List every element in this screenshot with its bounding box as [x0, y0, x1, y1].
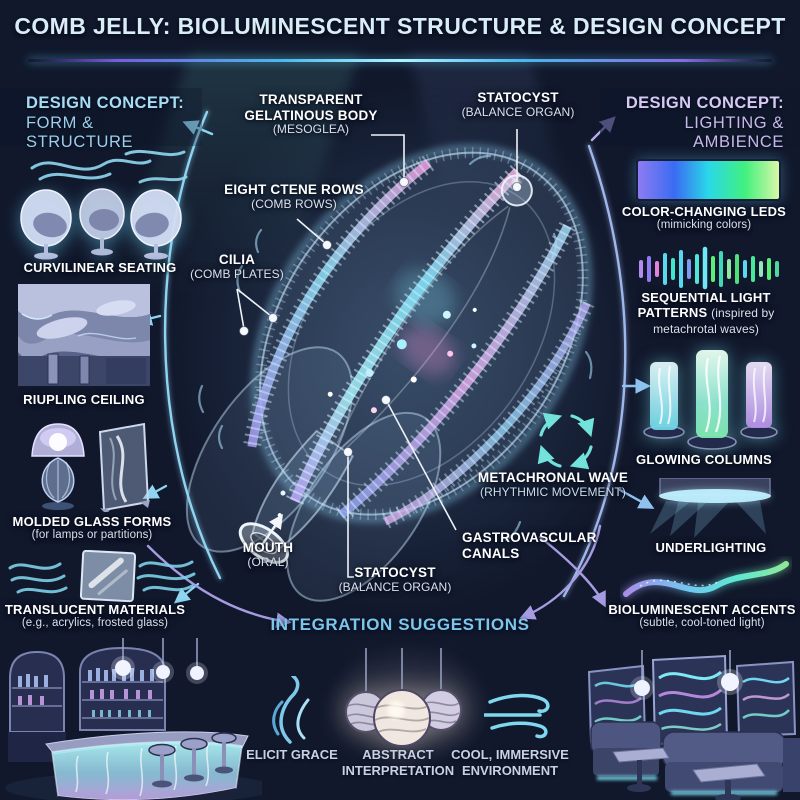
label-sequential-light-patterns: SEQUENTIAL LIGHT PATTERNS (inspired by m… [637, 290, 775, 336]
bar-stools [148, 732, 237, 788]
title-divider [28, 59, 772, 62]
label-color-changing-leds: COLOR-CHANGING LEDS (mimicking colors) [621, 204, 787, 232]
right-header-line1: DESIGN CONCEPT: [625, 94, 784, 112]
sequential-light-pattern-icon [639, 246, 779, 290]
right-section-header: DESIGN CONCEPT: LIGHTING & AMBIENCE [600, 88, 800, 151]
leader-dots [239, 177, 522, 457]
lantern-lights-icon [345, 648, 462, 747]
chair [20, 189, 72, 260]
grace-waves-icon [272, 676, 310, 744]
label-ctene-rows: EIGHT CTENE ROWS (COMB ROWS) [224, 182, 364, 211]
flow-waves-icon [30, 149, 188, 184]
label-glowing-columns: GLOWING COLUMNS [636, 452, 772, 467]
label-translucent-materials: TRANSLUCENT MATERIALS (e.g., acrylics, f… [4, 602, 186, 630]
label-underlighting: UNDERLIGHTING [655, 540, 767, 555]
label-gelatinous-body: TRANSPARENT GELATINOUS BODY (MESOGLEA) [244, 92, 378, 137]
pendant-lights [111, 638, 208, 684]
left-header-line1: DESIGN CONCEPT: [26, 94, 185, 112]
molded-glass-icons [31, 422, 150, 512]
label-cool-immersive: COOL, IMMERSIVE ENVIRONMENT [451, 747, 569, 778]
booth-tables [612, 747, 766, 800]
wind-icon [484, 693, 550, 739]
label-mouth: MOUTH (ORAL) [242, 540, 294, 569]
integration-header: INTEGRATION SUGGESTIONS [270, 615, 530, 634]
egg-chairs-icon [20, 188, 182, 260]
label-molded-glass: MOLDED GLASS FORMS (for lamps or partiti… [12, 514, 172, 542]
bar-scene-illustration [5, 638, 262, 800]
label-metachronal-wave: METACHRONAL WAVE (RHYTHMIC MOVEMENT) [477, 470, 629, 499]
label-statocyst-top: STATOCYST (BALANCE ORGAN) [461, 90, 575, 119]
label-abstract-interpretation: ABSTRACT INTERPRETATION [341, 747, 455, 778]
label-rippling-ceiling: RIUPLING CEILING [23, 392, 145, 407]
underlighting-icon [650, 478, 771, 538]
label-curvilinear-seating: CURVILINEAR SEATING [23, 260, 177, 275]
label-elicit-grace: ELICIT GRACE [246, 747, 338, 762]
bioluminescent-wave-icon [621, 559, 791, 599]
chair [79, 188, 125, 256]
right-header-line2: LIGHTING & AMBIENCE [684, 114, 784, 152]
booth-scene-illustration [587, 650, 800, 800]
booth-pendants [630, 650, 743, 700]
glass-partition-icon [98, 422, 150, 512]
metachronal-cycle-icon [537, 412, 595, 470]
frosted-glass-icon [79, 550, 137, 603]
label-cilia: CILIA (COMB PLATES) [190, 252, 284, 281]
glowing-columns-icon [643, 350, 778, 450]
translucent-materials-icons [8, 550, 196, 603]
led-gradient-bar [636, 159, 781, 201]
chair [130, 189, 182, 260]
aurora-streak-2 [410, 55, 570, 215]
lamp-icon [31, 423, 85, 510]
left-header-line2: FORM & STRUCTURE [26, 114, 134, 152]
label-statocyst-bottom: STATOCYST (BALANCE ORGAN) [338, 565, 452, 594]
left-section-header: DESIGN CONCEPT: FORM & STRUCTURE [0, 88, 202, 151]
label-bioluminescent-accents: BIOLUMINESCENT ACCENTS (subtle, cool-ton… [608, 602, 796, 630]
rippling-ceiling-illustration [18, 284, 150, 386]
label-gastrovascular-canals: GASTROVASCULAR CANALS [462, 530, 597, 561]
page-title: COMB JELLY: BIOLUMINESCENT STRUCTURE & D… [14, 13, 786, 39]
